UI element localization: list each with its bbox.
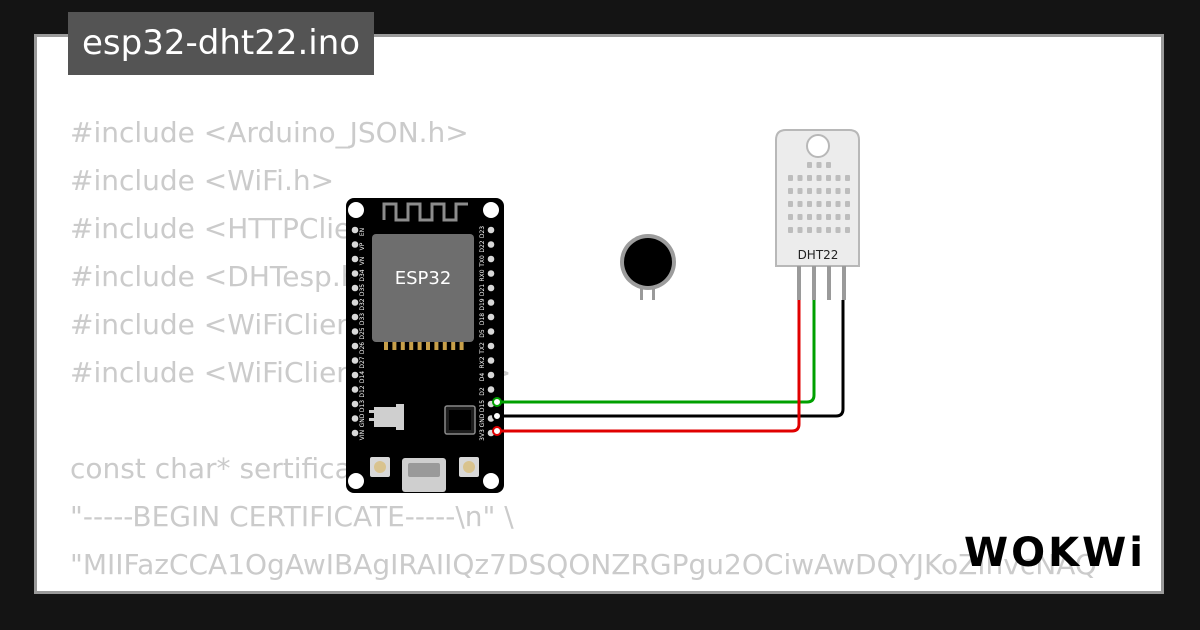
- boot-button[interactable]: [459, 457, 479, 477]
- esp32-pin[interactable]: [487, 386, 495, 393]
- pin-label: GND: [359, 413, 366, 427]
- esp32-pin[interactable]: [351, 328, 359, 335]
- pin-label: D25: [359, 327, 366, 339]
- esp32-pin[interactable]: [351, 284, 359, 292]
- code-line: #include <WiFi.h>: [70, 164, 335, 197]
- pin-label: D15: [479, 400, 486, 412]
- esp32-pin[interactable]: [351, 386, 359, 393]
- pin-label: VIN: [359, 430, 366, 440]
- pin-label: D19: [479, 298, 486, 310]
- pin-label: D27: [359, 356, 366, 368]
- esp32-pin[interactable]: [487, 226, 495, 234]
- pin-label: D5: [479, 329, 486, 338]
- esp32-chip-label: ESP32: [395, 268, 452, 289]
- esp32-pin[interactable]: [351, 299, 359, 306]
- code-line: #include <Arduino_JSON.h>: [70, 116, 469, 149]
- pin-label: D34: [359, 269, 366, 281]
- esp32-pin[interactable]: [351, 226, 359, 234]
- esp32-pin[interactable]: [487, 299, 495, 306]
- pin-label: RX2: [479, 356, 486, 368]
- code-line: "-----BEGIN CERTIFICATE-----\n" \: [70, 500, 514, 533]
- pin-label: D33: [359, 313, 366, 325]
- esp32-pin[interactable]: [351, 415, 359, 422]
- dht22-label: DHT22: [798, 248, 839, 262]
- dht22-sensor: DHT22: [775, 129, 860, 300]
- wire-power: [497, 300, 801, 433]
- usb-port: [402, 458, 446, 492]
- pin-label: 3V3: [479, 429, 486, 441]
- pin-label: D21: [479, 284, 486, 296]
- wokwi-logo: WOKWi: [964, 530, 1146, 576]
- pin-label: D2: [479, 387, 486, 396]
- pin-label: RX0: [479, 269, 486, 281]
- esp32-pin[interactable]: [351, 241, 359, 248]
- pin-label: D12: [359, 385, 366, 397]
- pin-label: D26: [359, 342, 366, 354]
- esp32-pin[interactable]: [487, 357, 495, 364]
- pin-label: D18: [479, 313, 486, 325]
- reset-button[interactable]: [370, 457, 390, 477]
- file-title-tab: esp32-dht22.ino: [68, 12, 375, 75]
- pin-label: D23: [479, 226, 486, 238]
- esp32-board: ESP32 ENVPVND34D35D32D33D25D26D27D14D12D…: [346, 198, 504, 493]
- esp32-pin[interactable]: [351, 255, 359, 263]
- svg-text:WOKWi: WOKWi: [964, 530, 1146, 576]
- pin-label: D32: [359, 298, 366, 310]
- esp32-pin[interactable]: [351, 429, 359, 437]
- esp32-pin[interactable]: [351, 371, 359, 379]
- esp32-pin[interactable]: [487, 241, 495, 248]
- pin-label: D14: [359, 371, 366, 383]
- pin-label: VN: [359, 257, 366, 266]
- wire-ground: [497, 300, 845, 418]
- pin-label: TX0: [479, 255, 486, 268]
- esp32-pin[interactable]: [351, 270, 359, 277]
- esp32-pin[interactable]: [487, 284, 495, 292]
- esp32-pin[interactable]: [351, 313, 359, 321]
- wire-signal: [497, 300, 816, 404]
- pin-label: D35: [359, 284, 366, 296]
- code-line: "MIIFazCCA1OgAwIBAgIRAIIQz7DSQONZRGPgu2O…: [70, 548, 1097, 581]
- pin-label: D22: [479, 240, 486, 252]
- esp32-pin[interactable]: [487, 255, 495, 263]
- pin-label: VP: [359, 242, 366, 250]
- esp32-pin[interactable]: [351, 400, 359, 408]
- buzzer: [620, 234, 676, 300]
- pin-label: GND: [479, 413, 486, 427]
- esp32-pin[interactable]: [487, 342, 495, 350]
- esp32-pin[interactable]: [351, 357, 359, 364]
- pin-label: D13: [359, 400, 366, 412]
- esp32-pin[interactable]: [351, 342, 359, 350]
- esp32-pin[interactable]: [487, 313, 495, 321]
- esp32-pin[interactable]: [487, 270, 495, 277]
- pin-label: TX2: [479, 342, 486, 355]
- pin-label: EN: [359, 228, 366, 236]
- pin-label: D4: [479, 373, 486, 382]
- code-line: #include <DHTesp.h>: [70, 260, 382, 293]
- esp32-pin[interactable]: [487, 371, 495, 379]
- esp32-pin[interactable]: [487, 328, 495, 335]
